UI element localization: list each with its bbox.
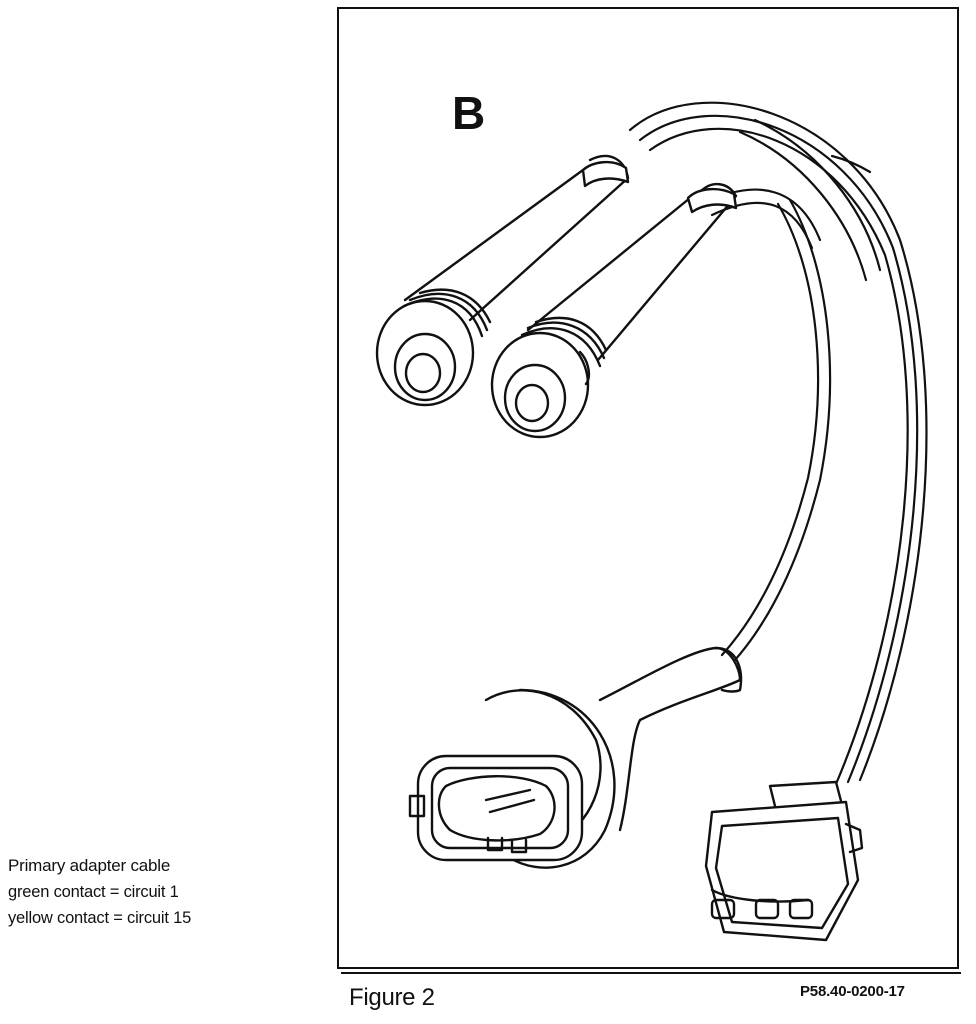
wire-bundle-left xyxy=(700,190,830,660)
caption-line-green: green contact = circuit 1 xyxy=(8,883,179,901)
square-connector xyxy=(706,782,862,940)
reference-code: P58.40-0200-17 xyxy=(800,983,905,1000)
panel-letter: B xyxy=(452,87,486,139)
frame-underline xyxy=(341,972,961,974)
caption-line-yellow: yellow contact = circuit 15 xyxy=(8,909,192,927)
upper-plug-left xyxy=(377,156,628,405)
round-connector xyxy=(410,648,741,868)
figure-label: Figure 2 xyxy=(349,984,435,1011)
illustration-frame xyxy=(337,7,959,969)
wire-bundle-right xyxy=(630,103,926,784)
caption-block: Primary adapter cable green contact = ci… xyxy=(8,853,308,931)
upper-plug-right xyxy=(492,184,736,437)
adapter-cable-illustration xyxy=(339,9,957,967)
caption-title: Primary adapter cable xyxy=(8,856,171,875)
